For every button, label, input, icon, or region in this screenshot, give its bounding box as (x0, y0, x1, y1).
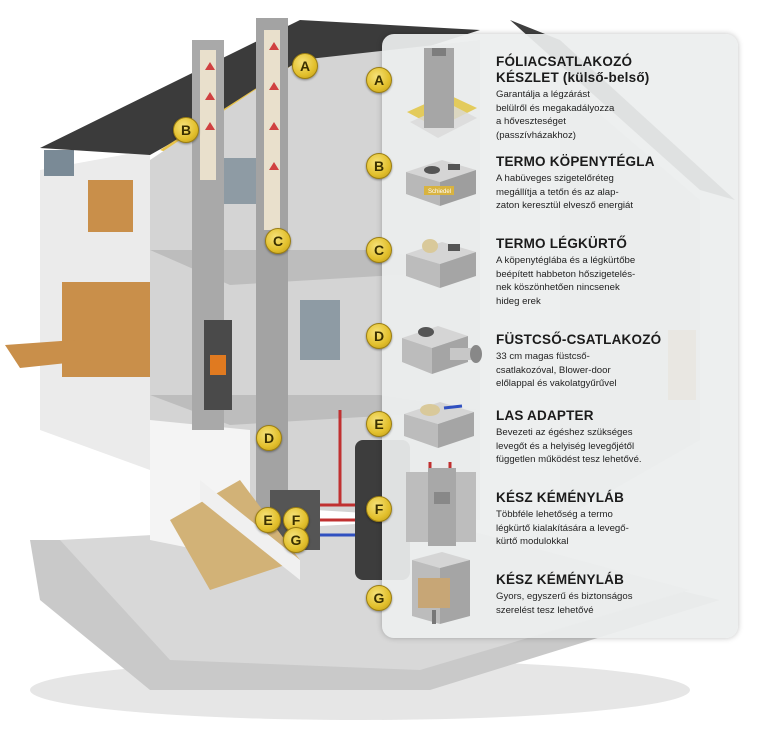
pipes (320, 410, 355, 522)
panel-marker-d: D (366, 323, 392, 349)
item-b-title: TERMO KÖPENYTÉGLA (496, 154, 655, 169)
left-balcony (5, 340, 95, 368)
house-marker-b: B (173, 117, 199, 143)
panel-marker-c: C (366, 237, 392, 263)
thumb-las-adapter (404, 402, 474, 448)
item-d-desc-2: csatlakozóval, Blower-door (496, 364, 611, 376)
item-d-title: FÜSTCSŐ-CSATLAKOZÓ (496, 332, 662, 347)
item-a-desc-3: a hőveszteséget (496, 116, 566, 127)
item-a-desc-1: Garantálja a légzárást (496, 89, 590, 100)
house-marker-e: E (255, 507, 281, 533)
house-marker-a: A (292, 53, 318, 79)
item-b: TERMO KÖPENYTÉGLA A habüveges szigetelőr… (496, 154, 740, 213)
panel-marker-g: G (366, 585, 392, 611)
thumb-flue-connector (402, 326, 482, 374)
item-e-desc-1: Bevezeti az égéshez szükséges (496, 427, 633, 438)
house-marker-c: C (265, 228, 291, 254)
item-g-title: KÉSZ KÉMÉNYLÁB (496, 572, 625, 587)
panel-marker-f: F (366, 496, 392, 522)
left-wood-lower (62, 282, 152, 377)
item-b-desc-1: A habüveges szigetelőréteg (496, 173, 614, 184)
item-c-desc-4: hideg erek (496, 295, 541, 307)
thumb-termo-brick: Schiedel (406, 160, 476, 206)
item-f-desc-2: légkürtő kialakítására a levegő- (496, 522, 629, 534)
item-f: KÉSZ KÉMÉNYLÁB Többféle lehetőség a term… (496, 490, 740, 549)
item-a-desc-4: (passzívházakhoz) (496, 129, 576, 141)
item-f-desc-3: kürtő modulokkal (496, 536, 569, 547)
pellet-storage-wall (200, 480, 300, 580)
item-e-desc-3: független működést tesz lehetővé. (496, 454, 642, 465)
thumb-chimney-base-f (406, 462, 476, 546)
item-d-desc-1: 33 cm magas füstcső- (496, 351, 590, 362)
left-wood-upper (88, 180, 133, 232)
item-c-desc-3: nek köszönhetően nincsenek (496, 282, 620, 293)
house-marker-g: G (283, 527, 309, 553)
panel-marker-b: B (366, 153, 392, 179)
item-g: KÉSZ KÉMÉNYLÁB Gyors, egyszerű és bizton… (496, 572, 740, 617)
item-c-title: TERMO LÉGKÜRTŐ (496, 236, 628, 251)
thumb-chimney-base-g (412, 552, 470, 624)
item-a-title-line2: KÉSZLET (külső-belső) (496, 70, 650, 85)
pellet-storage (170, 480, 300, 590)
thumb-foil-connector (407, 48, 477, 138)
item-a: FÓLIACSATLAKOZÓ KÉSZLET (külső-belső) Ga… (496, 54, 740, 142)
item-c-desc-2: beépített habbeton hőszigetelés- (496, 268, 636, 280)
item-c-desc-1: A köpenytéglába és a légkürtőbe (496, 255, 636, 266)
item-e: LAS ADAPTER Bevezeti az égéshez szüksége… (496, 408, 740, 467)
item-f-title: KÉSZ KÉMÉNYLÁB (496, 490, 625, 505)
panel-marker-a: A (366, 67, 392, 93)
panel-marker-e: E (366, 411, 392, 437)
middle-window (300, 300, 340, 360)
item-f-desc-1: Többféle lehetőség a termo (496, 509, 613, 520)
item-g-desc-2: szerelést tesz lehetővé (496, 604, 594, 616)
thumb-termo-flue (406, 239, 476, 288)
item-c: TERMO LÉGKÜRTŐ A köpenytéglába és a légk… (496, 236, 740, 308)
item-d-desc-3: előlappal és vakolatgyűrűvel (496, 378, 617, 389)
item-e-desc-2: levegőt és a helyiség levegőjétől (496, 440, 635, 452)
airflow-arrows (205, 42, 279, 170)
item-e-title: LAS ADAPTER (496, 408, 594, 423)
item-g-desc-1: Gyors, egyszerű és biztonságos (496, 591, 633, 602)
brand-label: Schiedel (428, 189, 451, 195)
left-window (44, 150, 74, 176)
upper-window (222, 158, 260, 204)
chimney-left-inner (200, 50, 216, 180)
stove-fire (210, 355, 226, 375)
item-d: FÜSTCSŐ-CSATLAKOZÓ 33 cm magas füstcső- … (496, 332, 740, 391)
item-a-desc-2: belülről és megakadályozza (496, 102, 615, 114)
house-marker-d: D (256, 425, 282, 451)
item-b-desc-2: megállítja a tetőn és az alap- (496, 186, 619, 198)
item-a-title-line1: FÓLIACSATLAKOZÓ (496, 54, 633, 69)
item-b-desc-3: zaton keresztül elvesző energiát (496, 200, 634, 211)
